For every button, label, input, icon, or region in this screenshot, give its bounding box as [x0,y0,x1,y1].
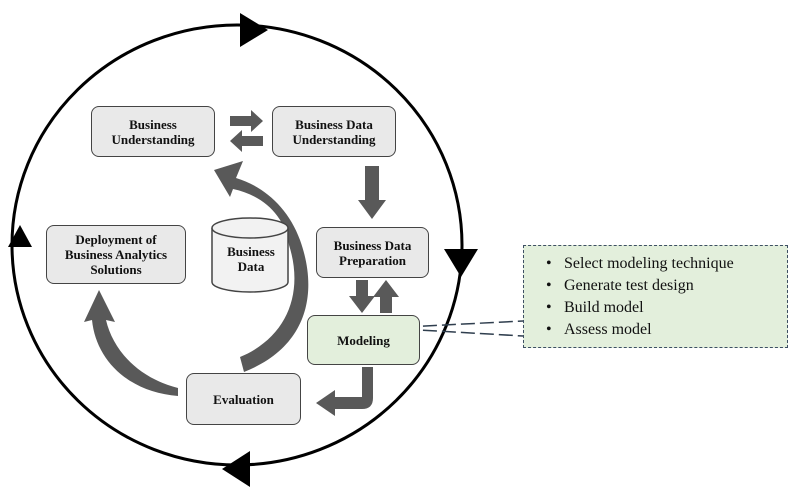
data-preparation-label: Business Data Preparation [333,237,412,268]
arrow-modeling-to-prep [373,280,399,313]
business-data-database [211,217,289,293]
deployment-label: Deployment of Business Analytics Solutio… [64,232,168,277]
evaluation-box: Evaluation [186,373,301,425]
arrow-evaluation-to-deployment [84,290,178,396]
data-understanding-box: Business Data Understanding [272,106,396,157]
cycle-arrowhead-right [444,249,478,277]
modeling-tasks-list: Select modeling technique Generate test … [544,253,777,341]
modeling-box: Modeling [307,315,420,365]
evaluation-label: Evaluation [213,391,274,407]
arrow-modeling-to-evaluation [316,367,373,416]
business-data-label: Business Data [227,244,275,274]
arrow-evaluation-to-business-understanding [214,161,309,372]
deployment-box: Deployment of Business Analytics Solutio… [46,225,186,284]
cycle-arrowhead-bottom [222,451,250,487]
data-preparation-box: Business Data Preparation [316,227,429,278]
modeling-label: Modeling [337,332,390,348]
modeling-task-item: Assess model [544,319,777,341]
arrow-du-to-prep [358,166,386,219]
data-understanding-label: Business Data Understanding [292,116,376,147]
modeling-task-item: Build model [544,297,777,319]
business-understanding-box: Business Understanding [91,106,215,157]
modeling-task-item: Generate test design [544,275,777,297]
business-understanding-label: Business Understanding [111,116,195,147]
modeling-task-item: Select modeling technique [544,253,777,275]
cycle-arrowhead-left [8,225,32,247]
cycle-arrowhead-top [240,13,268,47]
arrow-du-to-bu [230,130,263,152]
arrow-bu-to-du [230,110,263,132]
modeling-tasks-callout: Select modeling technique Generate test … [523,245,788,348]
arrow-prep-to-modeling [349,280,375,313]
